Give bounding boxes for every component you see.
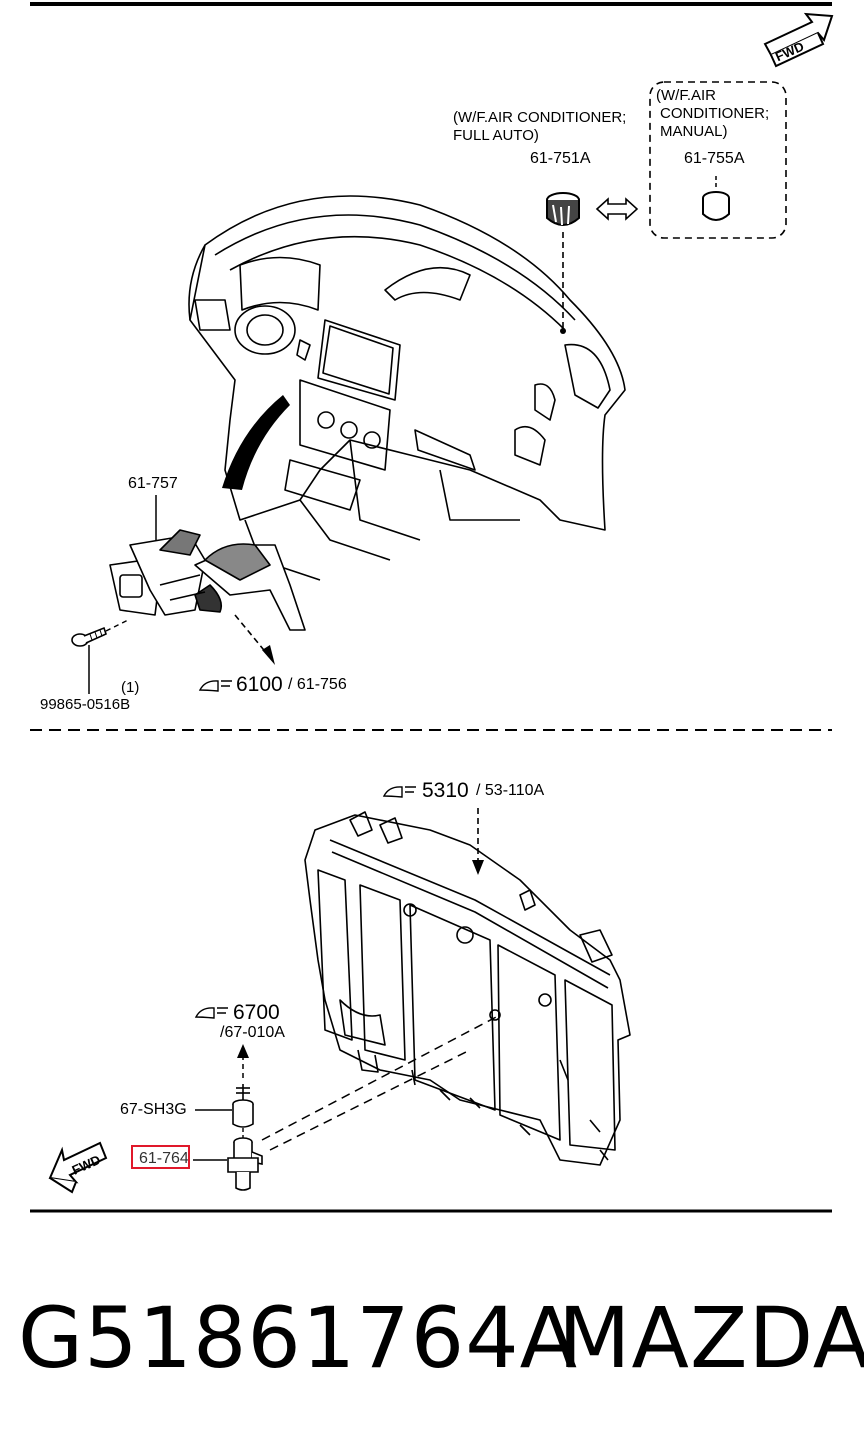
ref-book-icon-6100 bbox=[198, 680, 232, 692]
double-arrow-icon bbox=[595, 197, 639, 221]
ref-group-6700: 6700 bbox=[233, 1001, 280, 1024]
manual-variant-line1: (W/F.AIR bbox=[656, 87, 716, 104]
ref-part-53-110A: / 53-110A bbox=[476, 782, 545, 799]
part-61-755A: 61-755A bbox=[684, 150, 745, 167]
sensor-764-icon bbox=[227, 1137, 263, 1191]
connector-cap-icon bbox=[232, 1084, 254, 1128]
part-61-757: 61-757 bbox=[128, 475, 178, 492]
sensor-manual-icon bbox=[702, 176, 730, 221]
auto-variant-line1: (W/F.AIR CONDITIONER; bbox=[453, 109, 627, 126]
sensor-auto-icon bbox=[546, 192, 580, 226]
manual-variant-line2: CONDITIONER; bbox=[660, 105, 770, 122]
part-99865-0516B: 99865-0516B bbox=[40, 696, 131, 713]
brand-title: MAZDA bbox=[558, 1289, 864, 1387]
ref-book-icon-6700 bbox=[194, 1007, 228, 1019]
part-61-751A: 61-751A bbox=[530, 150, 591, 167]
ref-book-icon-5310 bbox=[382, 786, 416, 798]
switch-bracket-illustration bbox=[109, 529, 306, 631]
screw-qty: (1) bbox=[121, 679, 140, 696]
ref-part-61-756: / 61-756 bbox=[288, 676, 347, 693]
part-61-764: 61-764 bbox=[139, 1150, 189, 1167]
highlight-box bbox=[131, 1145, 190, 1169]
manual-variant-line3: MANUAL) bbox=[660, 123, 728, 140]
ref-group-5310: 5310 bbox=[422, 779, 469, 802]
screw-icon bbox=[71, 626, 107, 647]
auto-variant-line2: FULL AUTO) bbox=[453, 127, 539, 144]
ref-part-67-010A: /67-010A bbox=[220, 1024, 285, 1041]
part-number-title: G51861764A bbox=[18, 1289, 579, 1387]
part-67-SH3G: 67-SH3G bbox=[120, 1101, 187, 1118]
radiator-support-illustration bbox=[304, 811, 631, 1166]
ref-group-6100: 6100 bbox=[236, 673, 283, 696]
insert-arrow-icon bbox=[222, 395, 290, 490]
fwd-arrow-bottom-icon bbox=[48, 1141, 108, 1194]
fwd-arrow-top-icon bbox=[763, 12, 834, 68]
manual-variant-box bbox=[649, 81, 787, 239]
dashboard-illustration bbox=[188, 195, 626, 581]
